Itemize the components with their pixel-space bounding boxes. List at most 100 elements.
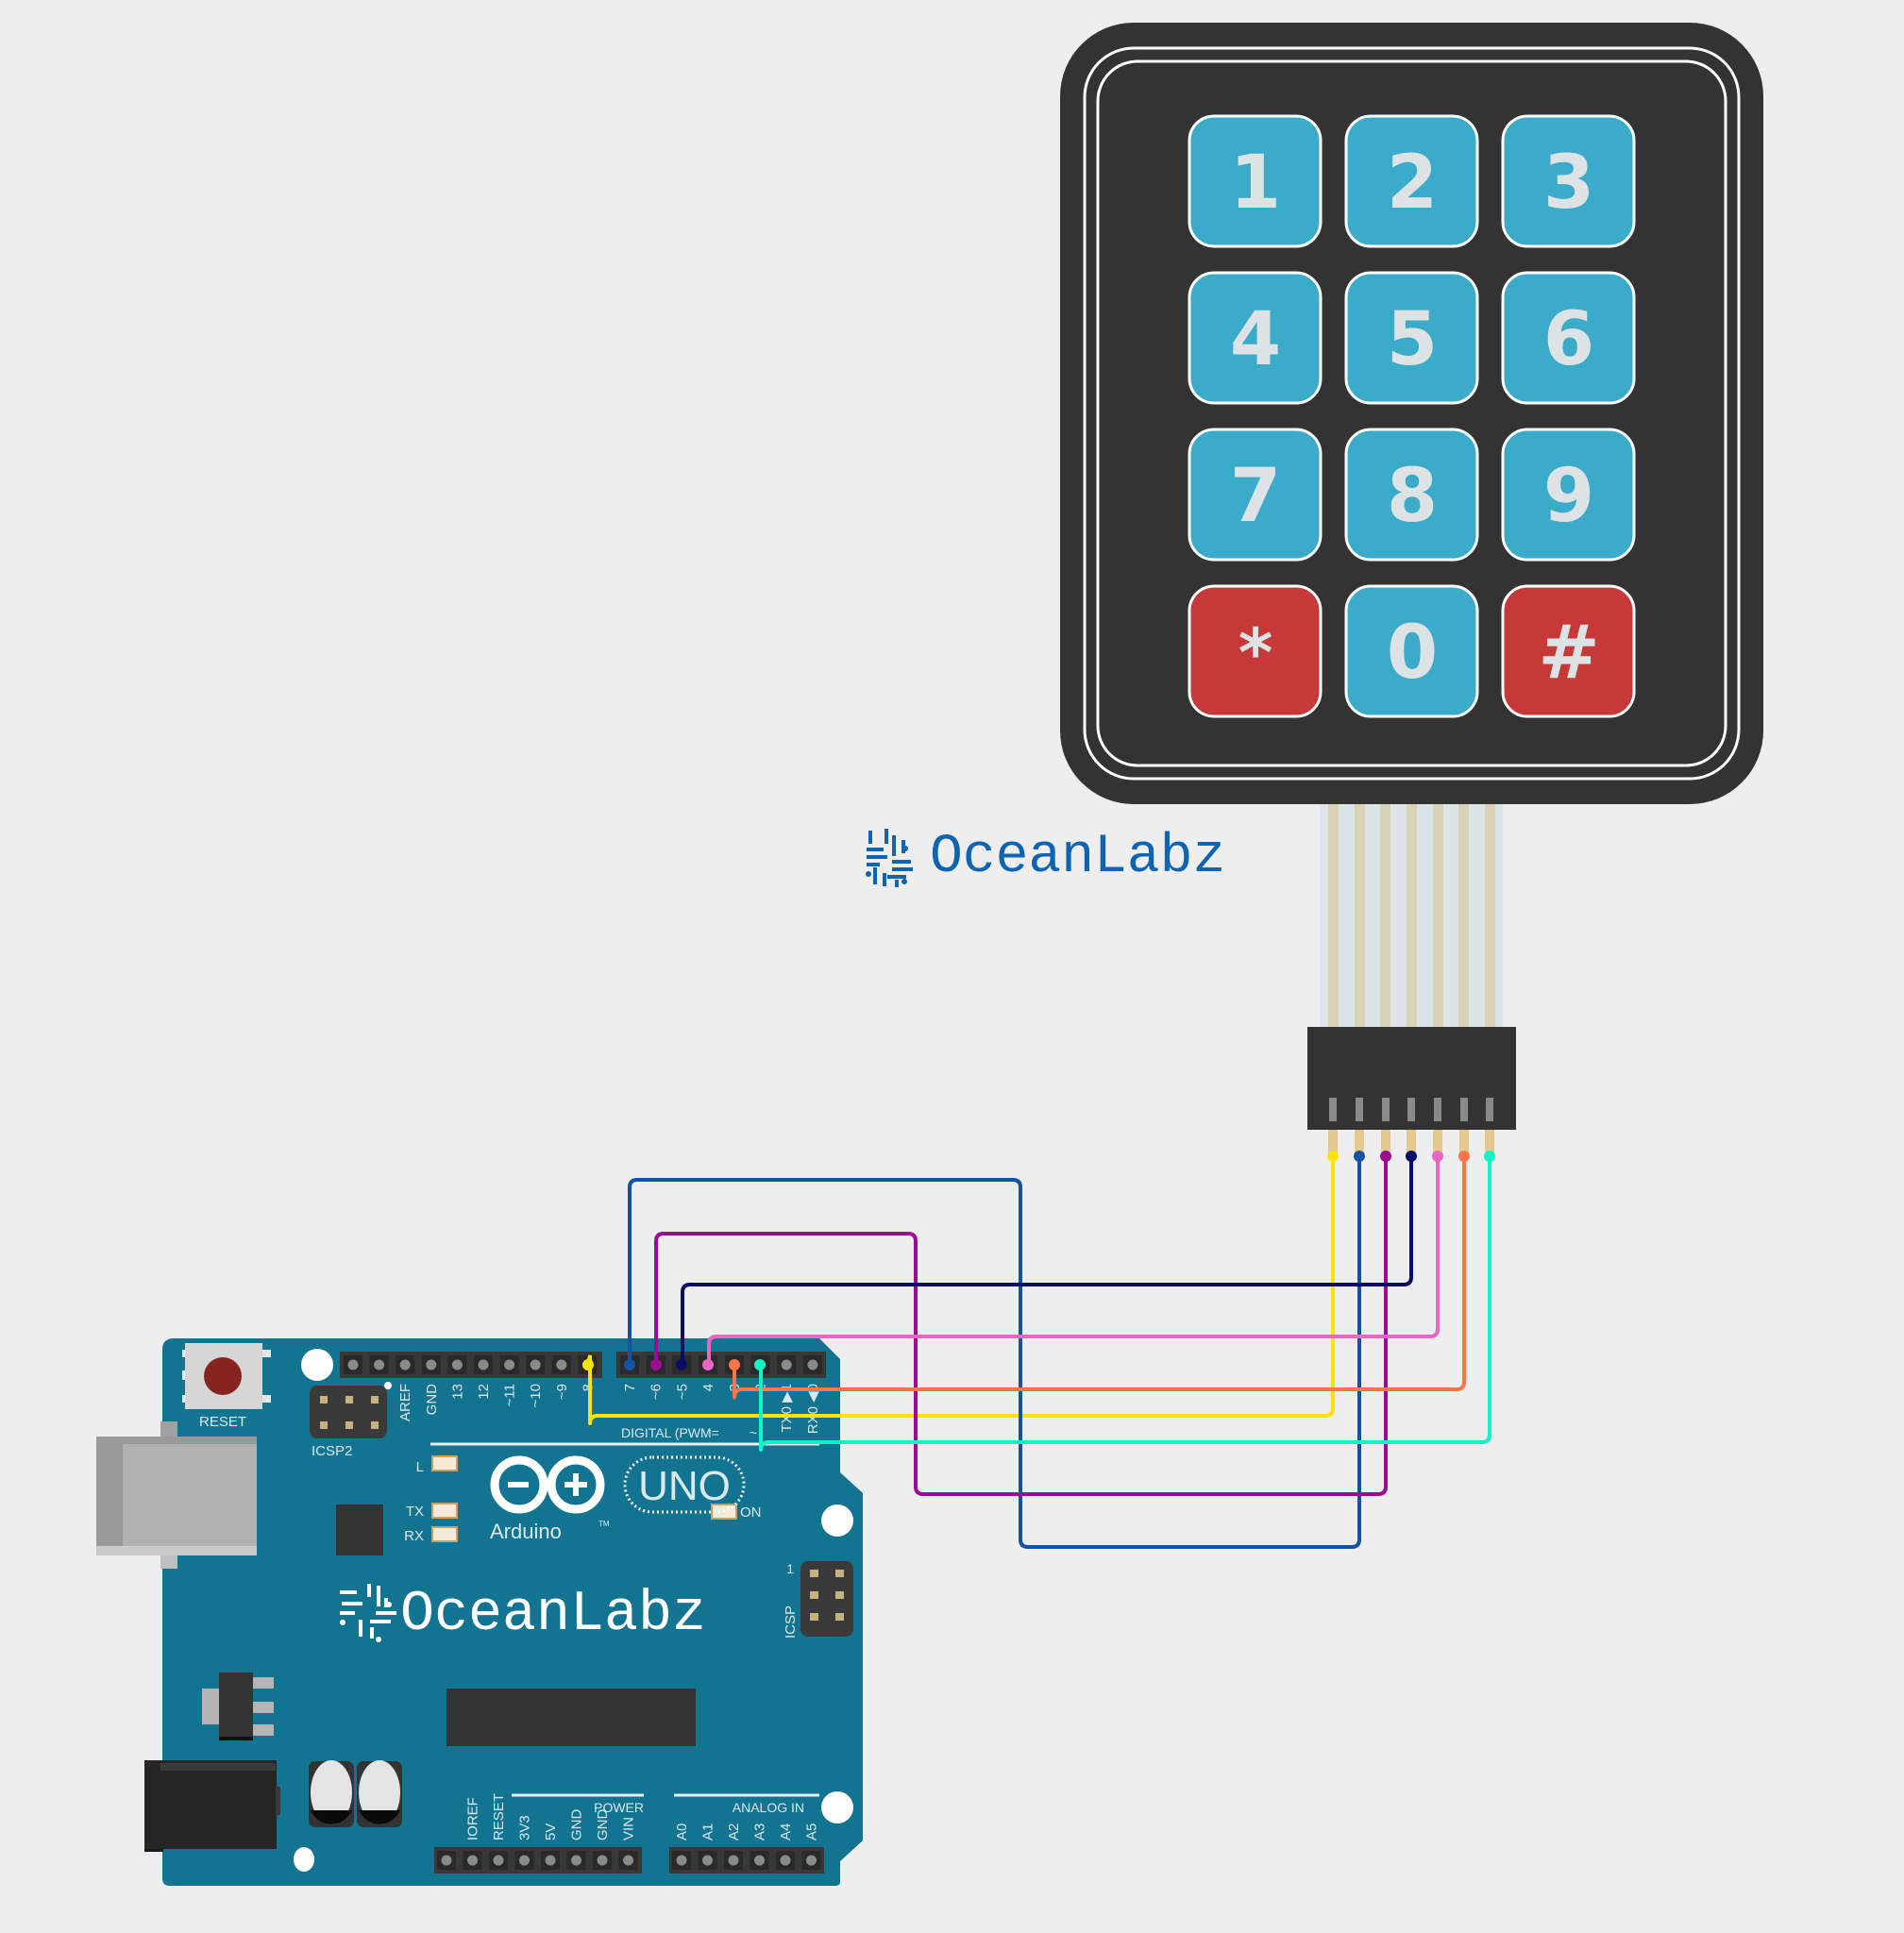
- pin-label: GND: [569, 1809, 585, 1841]
- wires: [586, 1156, 1491, 1549]
- keypad-pin-6-endpoint[interactable]: [1458, 1151, 1470, 1162]
- key-2[interactable]: 2: [1344, 114, 1479, 248]
- wire-teal[interactable]: [759, 1156, 1491, 1452]
- arduino-pin-endpoint[interactable]: [624, 1359, 635, 1370]
- header-pin[interactable]: [754, 1855, 765, 1866]
- header-pin[interactable]: [519, 1855, 530, 1866]
- header-pin[interactable]: [571, 1855, 581, 1866]
- key-label: *: [1238, 614, 1273, 692]
- key-hash[interactable]: #: [1501, 584, 1636, 718]
- wire-purple[interactable]: [654, 1156, 1388, 1496]
- led-rx: RX: [404, 1526, 458, 1544]
- arduino-pin-endpoint[interactable]: [650, 1359, 662, 1370]
- wire-pink[interactable]: [707, 1156, 1440, 1365]
- header-pin[interactable]: [374, 1359, 385, 1370]
- keypad-pin-5-endpoint[interactable]: [1432, 1151, 1443, 1162]
- pin-label: A5: [804, 1824, 820, 1841]
- key-3[interactable]: 3: [1501, 114, 1636, 248]
- keypad-pin-4-endpoint[interactable]: [1406, 1151, 1417, 1162]
- key-label: 5: [1387, 297, 1438, 382]
- circuit-logo-icon: [866, 829, 913, 887]
- header-pin[interactable]: [399, 1359, 411, 1370]
- header-pin[interactable]: [781, 1359, 792, 1370]
- digital-header-left: [340, 1352, 602, 1378]
- wire-blue[interactable]: [628, 1156, 1361, 1549]
- header-pin[interactable]: [478, 1359, 489, 1370]
- key-star[interactable]: *: [1188, 584, 1323, 718]
- header-pin[interactable]: [493, 1855, 504, 1866]
- arduino-infinity-icon: [490, 1455, 605, 1514]
- key-label: 7: [1230, 454, 1281, 539]
- arduino-pin-endpoint[interactable]: [729, 1359, 740, 1370]
- key-7[interactable]: 7: [1188, 428, 1323, 562]
- reset-button[interactable]: [182, 1343, 271, 1409]
- arduino-pin-endpoint[interactable]: [754, 1359, 766, 1370]
- pin-label: A3: [752, 1824, 768, 1841]
- capacitor-1: [309, 1760, 354, 1827]
- header-pin[interactable]: [623, 1855, 633, 1866]
- key-label: 3: [1543, 141, 1594, 226]
- pin-label: GND: [595, 1809, 611, 1841]
- header-pin[interactable]: [702, 1855, 713, 1866]
- keypad-pin-3-endpoint[interactable]: [1380, 1151, 1391, 1162]
- header-pin[interactable]: [441, 1855, 452, 1866]
- key-label: 0: [1387, 611, 1438, 696]
- pin-label: 5V: [543, 1824, 559, 1841]
- key-9[interactable]: 9: [1501, 428, 1636, 562]
- header-pin[interactable]: [347, 1359, 359, 1370]
- header-pin[interactable]: [467, 1855, 478, 1866]
- pin-label: ~10: [528, 1384, 544, 1407]
- pin-label: A0: [674, 1824, 690, 1841]
- pin-label: TX0 ▶1: [779, 1384, 795, 1433]
- header-pin[interactable]: [545, 1855, 556, 1866]
- key-0[interactable]: 0: [1344, 584, 1479, 718]
- header-pin[interactable]: [728, 1855, 739, 1866]
- key-5[interactable]: 5: [1344, 271, 1479, 405]
- keypad-pin-1-endpoint[interactable]: [1327, 1151, 1339, 1162]
- wire-orange[interactable]: [733, 1156, 1466, 1399]
- led-on: ON: [711, 1504, 762, 1521]
- voltage-regulator: [202, 1672, 274, 1740]
- key-6[interactable]: 6: [1501, 271, 1636, 405]
- keypad-pin-2-endpoint[interactable]: [1354, 1151, 1365, 1162]
- keypad-pin-7-endpoint[interactable]: [1484, 1151, 1495, 1162]
- ribbon-cable: [1320, 804, 1503, 1027]
- reset-label: RESET: [199, 1414, 246, 1430]
- header-pin[interactable]: [504, 1359, 515, 1370]
- header-pin[interactable]: [530, 1359, 541, 1370]
- pin-label: A4: [778, 1824, 794, 1841]
- arduino-pin-endpoint[interactable]: [582, 1359, 594, 1370]
- key-8[interactable]: 8: [1344, 428, 1479, 562]
- header-pin[interactable]: [451, 1359, 463, 1370]
- header-pin[interactable]: [676, 1855, 687, 1866]
- header-pin[interactable]: [426, 1359, 437, 1370]
- atmega-chip[interactable]: [447, 1689, 696, 1746]
- pin-label: ~5: [674, 1384, 690, 1400]
- capacitor-2: [357, 1760, 402, 1827]
- pin-label: ~11: [502, 1384, 518, 1406]
- mount-hole: [294, 1847, 314, 1872]
- power-header-label: POWER: [594, 1800, 644, 1815]
- header-pin[interactable]: [807, 1359, 818, 1370]
- svg-text:TX: TX: [406, 1504, 424, 1520]
- header-pin[interactable]: [556, 1359, 567, 1370]
- circuit-logo-icon: [340, 1584, 396, 1642]
- svg-text:L: L: [416, 1459, 424, 1475]
- pin-label: 4: [700, 1384, 716, 1391]
- pin-label: 7: [622, 1384, 638, 1391]
- digital-header-right: [616, 1352, 826, 1378]
- dc-power-jack: [144, 1760, 280, 1852]
- key-1[interactable]: 1: [1188, 114, 1323, 248]
- wire-navy[interactable]: [681, 1156, 1413, 1365]
- wire-yellow[interactable]: [586, 1156, 1335, 1425]
- analog-header: [669, 1847, 824, 1874]
- key-4[interactable]: 4: [1188, 271, 1323, 405]
- header-pin[interactable]: [806, 1855, 817, 1866]
- header-pin[interactable]: [597, 1855, 608, 1866]
- arduino-pin-endpoint[interactable]: [676, 1359, 687, 1370]
- arduino-pin-endpoint[interactable]: [702, 1359, 714, 1370]
- header-pin[interactable]: [780, 1855, 791, 1866]
